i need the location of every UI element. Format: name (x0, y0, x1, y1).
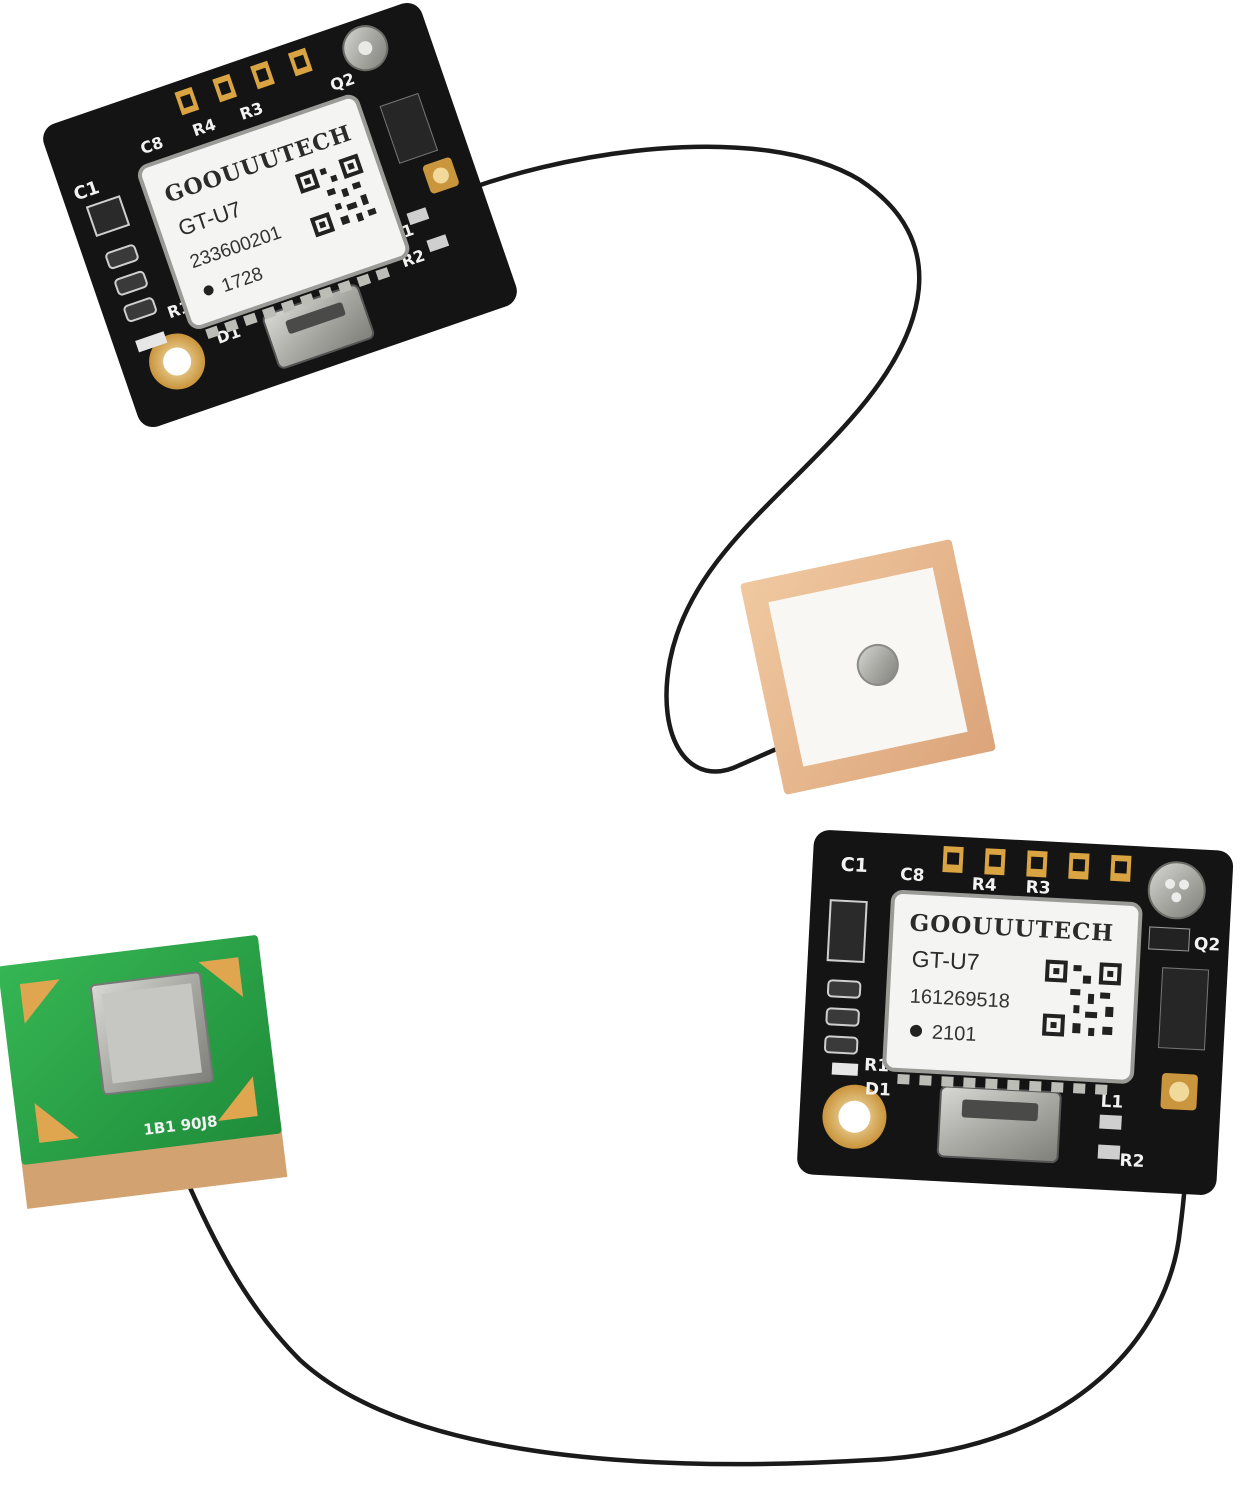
serial-label: 161269518 (909, 985, 1010, 1012)
gps-module-bottom: C1 C8 R4 R3 Q2 R1 D1 L1 R2 GOOUUUTECH GT… (797, 830, 1234, 1195)
qr-code (292, 150, 382, 240)
feed-pin (856, 643, 899, 686)
silk-r2: R2 (1119, 1151, 1145, 1172)
backup-battery (1147, 861, 1206, 920)
silk-d1: D1 (864, 1079, 891, 1100)
castellated-pins (897, 1073, 1108, 1095)
silk-r3: R3 (1025, 877, 1051, 898)
antenna-cable-bottom (147, 1097, 1190, 1467)
qr-code (1039, 957, 1124, 1042)
gps-module-top: C1 C8 R4 R3 Q2 R1 D1 L1 R2 GOOUUUTECH GT… (43, 2, 517, 428)
date-code-label: 2101 (931, 1022, 977, 1046)
silk-q2: Q2 (1193, 934, 1220, 955)
compact-gps-antenna: 1B1 90J8 (0, 935, 288, 1209)
castellated-pins (205, 267, 391, 340)
header-pads (942, 846, 1132, 882)
micro-usb-port (936, 1085, 1062, 1164)
silk-r4: R4 (971, 875, 997, 896)
silk-c1: C1 (840, 854, 868, 877)
ceramic-patch-antenna (740, 539, 996, 795)
silk-l1: L1 (1100, 1092, 1124, 1113)
model-label: GT-U7 (911, 946, 980, 976)
silk-c8: C8 (900, 865, 925, 886)
header-pads (174, 47, 313, 116)
gps-shield-can (137, 94, 410, 329)
antenna-cable-top (437, 144, 922, 774)
